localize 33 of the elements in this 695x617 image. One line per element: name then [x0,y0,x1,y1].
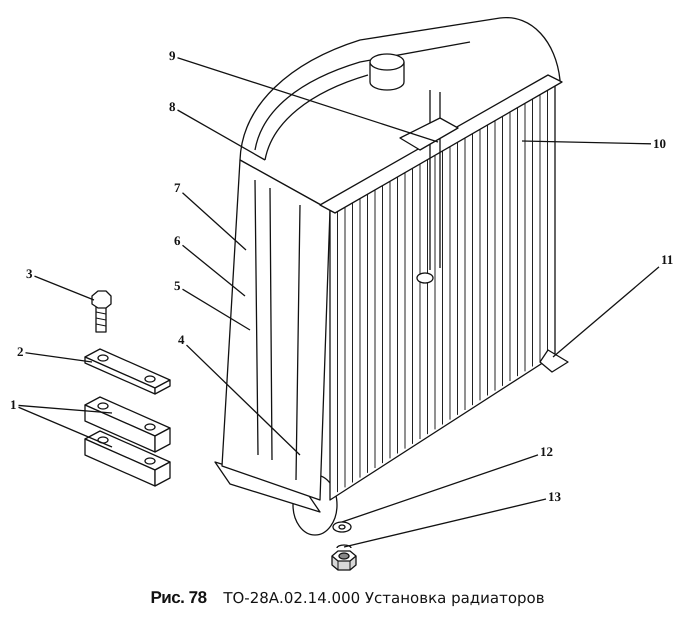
callout-number: 11 [661,253,674,267]
callout-number: 9 [169,49,176,63]
leader-line [25,352,92,363]
leader-line [177,109,266,161]
washer-drawing [332,521,352,533]
callout-number: 4 [178,333,184,347]
leader-line [342,454,538,523]
callout-number: 10 [653,137,666,151]
leader-line [18,404,112,414]
leader-line [552,266,660,358]
leader-line [182,288,250,331]
leader-line [182,192,246,250]
callout-number: 8 [169,100,176,114]
plate-drawing [84,348,171,395]
leader-line [177,57,438,143]
leader-line [344,498,546,548]
callout-number: 6 [174,234,180,248]
leader-line [186,344,300,456]
figure-caption: Рис. 78 ТО-28А.02.14.000 Установка радиаторов [149,588,546,608]
callout-number: 1 [10,398,16,412]
leader-line [34,276,94,301]
callout-number: 12 [540,445,553,459]
nut-drawing [331,544,357,571]
callout-number: 7 [174,181,180,195]
callout-number: 5 [174,279,180,293]
leader-line [182,244,246,296]
leader-line [522,140,652,144]
leader-line [18,406,112,448]
callout-number: 13 [548,490,561,504]
callout-number: 3 [26,267,32,281]
callout-number: 2 [17,345,24,359]
block-drawing [84,430,171,487]
bolt-drawing [91,290,112,333]
